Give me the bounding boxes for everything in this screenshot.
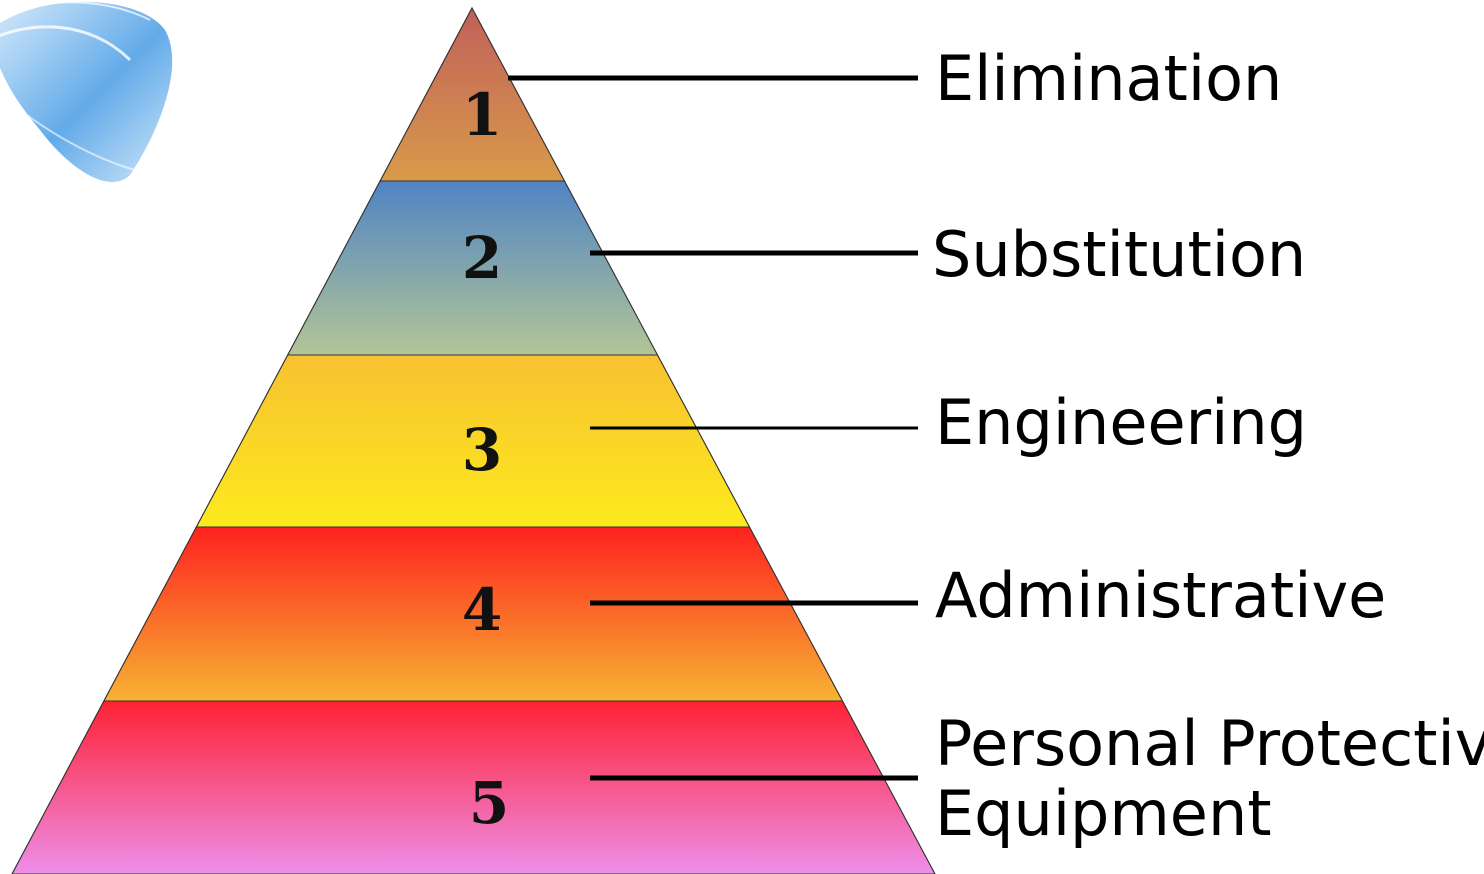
tier-2-label: Substitution <box>932 218 1306 291</box>
tier-3-label: Engineering <box>935 386 1307 459</box>
pyramid-tiers <box>11 6 936 874</box>
pyramid-outline <box>11 6 936 874</box>
tier-3-number: 3 <box>462 416 502 484</box>
tier-5-label-line: Personal Protective <box>935 707 1484 780</box>
tier-1-label: Elimination <box>935 42 1282 115</box>
tier-3-label-line: Engineering <box>935 386 1307 459</box>
tier-5-label-line: Equipment <box>935 777 1272 850</box>
tier-numbers: 1 2 3 4 5 <box>462 81 509 837</box>
tier-4-label: Administrative <box>935 559 1386 632</box>
tier-5-number: 5 <box>469 769 509 837</box>
tier-2-number: 2 <box>462 224 502 292</box>
tier-4-number: 4 <box>462 576 502 644</box>
tier-4-label-line: Administrative <box>935 559 1386 632</box>
tier-labels: EliminationSubstitutionEngineeringAdmini… <box>932 42 1484 850</box>
leader-lines <box>508 75 918 781</box>
tier-1-label-line: Elimination <box>935 42 1282 115</box>
swirl-decoration <box>0 1 173 183</box>
tier-1-number: 1 <box>462 81 502 149</box>
pyramid-outline-shape <box>11 6 936 874</box>
tier-2-label-line: Substitution <box>932 218 1306 291</box>
